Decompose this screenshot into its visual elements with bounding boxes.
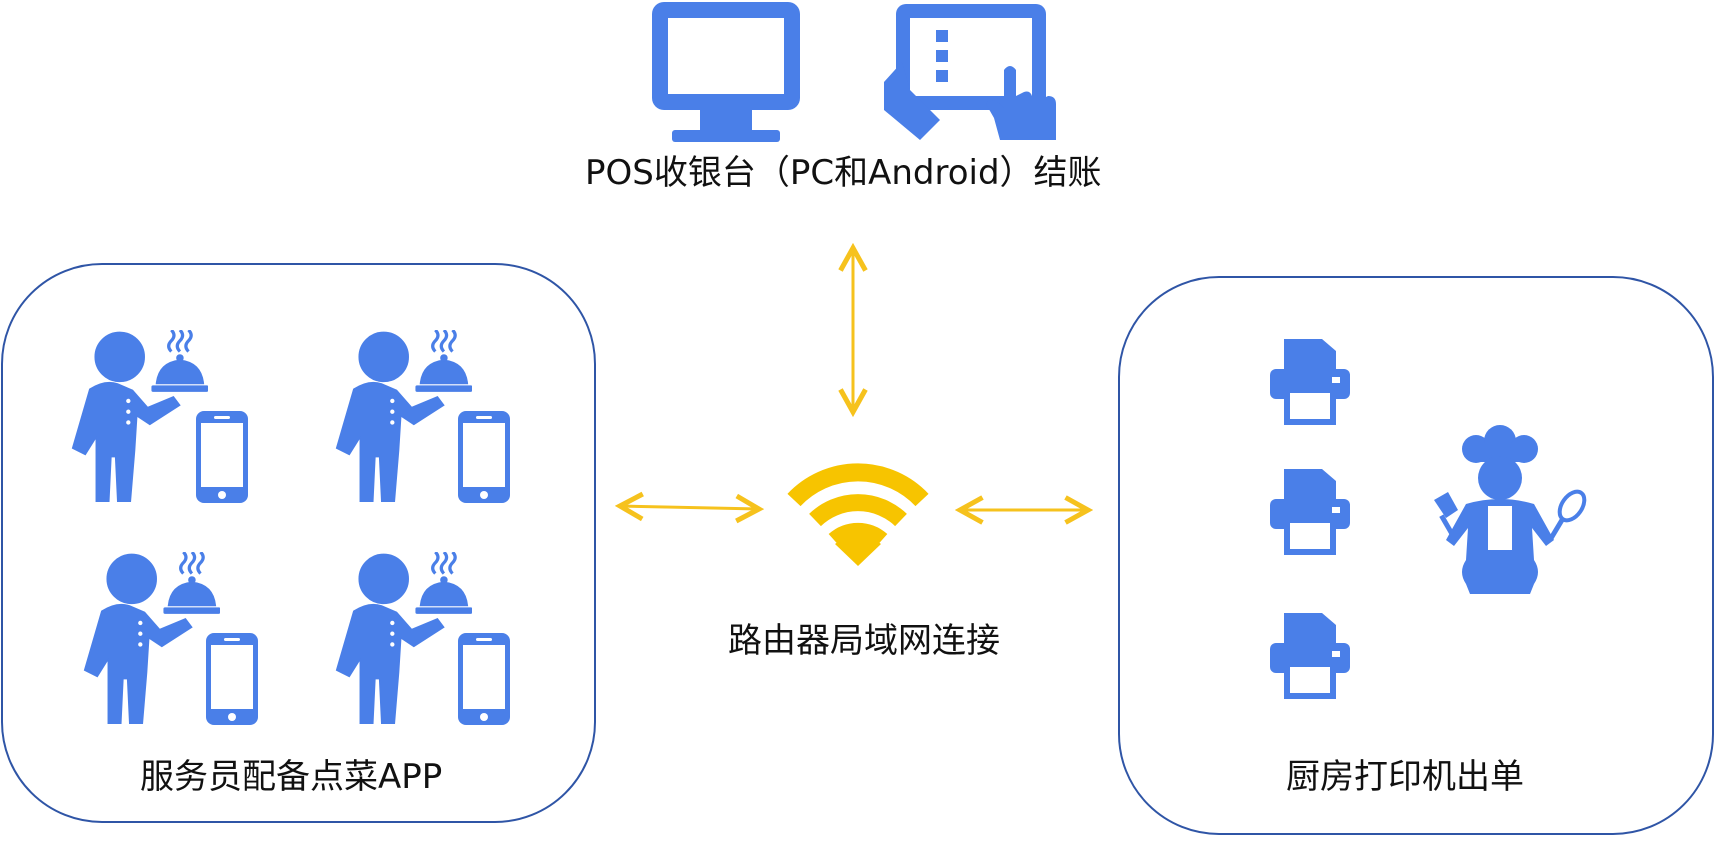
waiter-icon: [82, 552, 220, 724]
printer-icon: [1270, 339, 1350, 425]
smartphone-icon: [458, 633, 510, 725]
arrow-waiters-router: [620, 506, 759, 509]
wifi-router-icon: [787, 463, 929, 547]
printer-icon: [1270, 469, 1350, 555]
waiter-icon: [334, 330, 472, 502]
kitchen-box: [1118, 276, 1714, 835]
chef-icon: [1434, 425, 1587, 594]
tablet-touch-icon: [884, 4, 1056, 140]
waiters-label: 服务员配备点菜APP: [140, 757, 443, 797]
pos-label: POS收银台（PC和Android）结账: [585, 153, 1102, 193]
wifi-dot: [835, 535, 881, 566]
monitor-icon: [652, 2, 800, 142]
smartphone-icon: [458, 411, 510, 503]
waiters-box: [1, 263, 596, 823]
smartphone-icon: [196, 411, 248, 503]
smartphone-icon: [206, 633, 258, 725]
kitchen-label: 厨房打印机出单: [1286, 757, 1524, 797]
waiter-icon: [334, 552, 472, 724]
waiter-icon: [70, 330, 208, 502]
printer-icon: [1270, 613, 1350, 699]
router-label: 路由器局域网连接: [728, 621, 1000, 661]
